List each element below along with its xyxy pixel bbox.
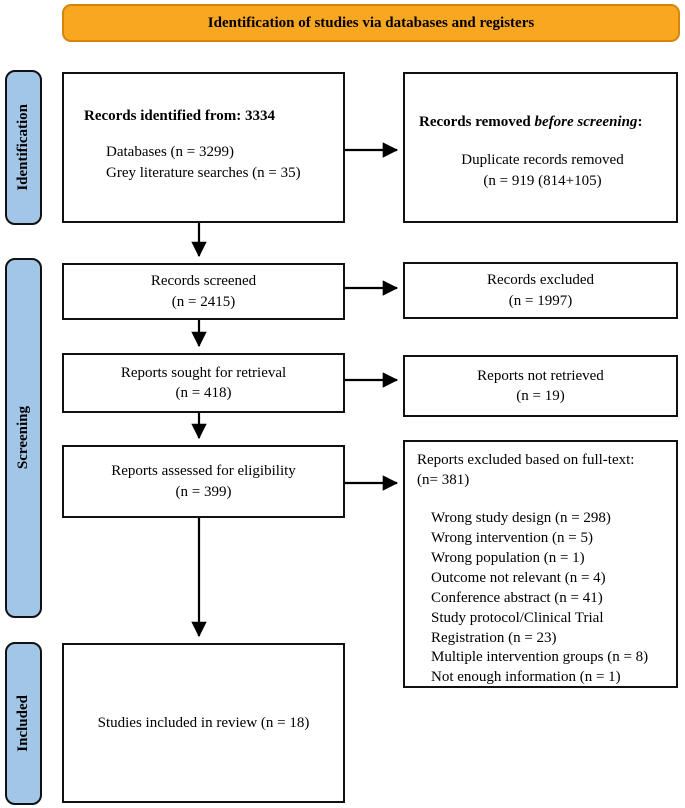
fulltext-reason: Registration (n = 23) [431, 629, 557, 646]
box-records-removed: Records removed before screening: Duplic… [403, 72, 678, 223]
stage-identification-label: Identification [15, 104, 31, 191]
box-studies-included: Studies included in review (n = 18) [62, 643, 345, 803]
records-excluded-count: (n = 1997) [508, 292, 573, 309]
box-reports-assessed: Reports assessed for eligibility (n = 39… [62, 445, 345, 518]
reports-not-retrieved-line: Reports not retrieved [477, 367, 604, 384]
duplicate-records-count: (n = 919 (814+105) [483, 172, 602, 189]
box-reports-not-retrieved: Reports not retrieved (n = 19) [403, 355, 678, 417]
records-excluded-line: Records excluded [486, 272, 595, 289]
records-screened-count: (n = 2415) [171, 293, 236, 310]
reports-not-retrieved-count: (n = 19) [516, 388, 565, 404]
stage-screening-label: Screening [15, 406, 31, 470]
records-identified-title: Records identified from: 3334 [84, 108, 275, 124]
reports-assessed-line: Reports assessed for eligibility [111, 463, 296, 480]
reports-sought-count: (n = 418) [175, 385, 232, 401]
duplicate-records-line: Duplicate records removed [461, 152, 624, 169]
box-reports-sought: Reports sought for retrieval (n = 418) [62, 353, 345, 413]
box-records-excluded: Records excluded (n = 1997) [403, 262, 678, 319]
fulltext-reason: Study protocol/Clinical Trial [431, 609, 604, 626]
reports-assessed-count: (n = 399) [175, 483, 232, 500]
fulltext-reason: Wrong study design (n = 298) [431, 509, 611, 526]
records-screened-line: Records screened [150, 273, 257, 290]
records-identified-item-grey-literature: Grey literature searches (n = 35) [106, 164, 301, 181]
fulltext-excluded-count: (n= 381) [417, 471, 470, 488]
stage-screening: Screening [5, 258, 42, 618]
fulltext-reason: Not enough information (n = 1) [431, 669, 621, 686]
fulltext-reason: Outcome not relevant (n = 4) [431, 569, 606, 586]
fulltext-reason: Wrong population (n = 1) [431, 549, 585, 566]
box-records-identified: Records identified from: 3334 Databases … [62, 72, 345, 223]
stage-included: Included [5, 642, 42, 805]
box-fulltext-excluded: Reports excluded based on full-text: (n=… [403, 440, 678, 688]
fulltext-reason: Multiple intervention groups (n = 8) [431, 649, 649, 666]
fulltext-reason: Wrong intervention (n = 5) [431, 529, 593, 546]
fulltext-reason: Conference abstract (n = 41) [431, 589, 603, 606]
box-records-screened: Records screened (n = 2415) [62, 263, 345, 320]
banner-label: Identification of studies via databases … [207, 14, 535, 31]
fulltext-excluded-heading: Reports excluded based on full-text: [417, 452, 635, 468]
records-removed-title-italic: before screening [534, 114, 638, 130]
banner-identification-of-studies: Identification of studies via databases … [62, 4, 680, 42]
reports-sought-line: Reports sought for retrieval [120, 364, 287, 381]
studies-included-label: Studies included in review (n = 18) [97, 714, 310, 731]
records-removed-title: Records removed before screening: [419, 114, 643, 130]
stage-identification: Identification [5, 70, 42, 225]
stage-included-label: Included [15, 695, 31, 752]
records-identified-item-databases: Databases (n = 3299) [106, 144, 235, 161]
